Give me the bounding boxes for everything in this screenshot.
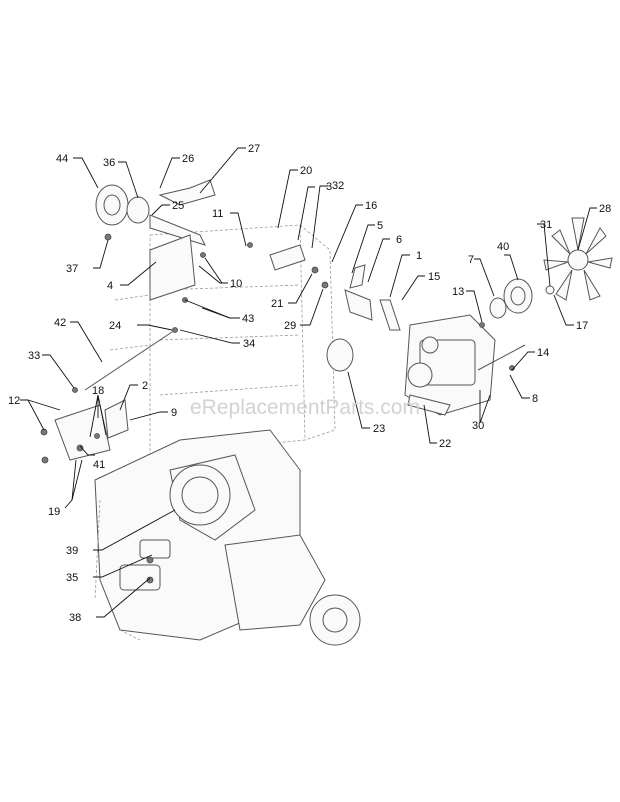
callout-24: 24: [109, 320, 121, 332]
callout-37: 37: [66, 263, 78, 275]
leader-lines: [20, 147, 597, 618]
callout-32-visible: 32: [332, 180, 344, 192]
hydrostatic-pump: [404, 314, 496, 416]
callout-26: 26: [182, 153, 194, 165]
callout-17: 17: [576, 320, 588, 332]
callout-30: 30: [472, 420, 484, 432]
callout-4: 4: [107, 280, 113, 292]
callout-18: 18: [92, 385, 104, 397]
callout-23: 23: [373, 423, 385, 435]
callout-38: 38: [69, 612, 81, 624]
callout-3: 3: [326, 181, 332, 193]
callout-13: 13: [452, 286, 464, 298]
transaxle-housing: [94, 429, 361, 646]
callout-41: 41: [93, 459, 105, 471]
callout-39: 39: [66, 545, 78, 557]
callout-44: 44: [56, 153, 68, 165]
callout-20: 20: [300, 165, 312, 177]
callout-12: 12: [8, 395, 20, 407]
callout-6: 6: [396, 234, 402, 246]
callout-29: 29: [284, 320, 296, 332]
callout-28: 28: [599, 203, 611, 215]
callout-labels: 44 36 26 27 20 3 32 32 11 16 5 6 1 15 28…: [8, 143, 611, 624]
callout-43: 43: [242, 313, 254, 325]
callout-40: 40: [497, 241, 509, 253]
callout-8: 8: [532, 393, 538, 405]
callout-2: 2: [142, 380, 148, 392]
callout-10: 10: [230, 278, 242, 290]
callout-27: 27: [248, 143, 260, 155]
callout-36: 36: [103, 157, 115, 169]
callout-33: 33: [28, 350, 40, 362]
callout-9: 9: [171, 407, 177, 419]
callout-5: 5: [377, 220, 383, 232]
callout-25: 25: [172, 200, 184, 212]
callout-16: 16: [365, 200, 377, 212]
fasteners: [40, 233, 515, 584]
callout-42: 42: [54, 317, 66, 329]
callout-31: 31: [540, 219, 552, 231]
callout-19: 19: [48, 506, 60, 518]
callout-7: 7: [468, 254, 474, 266]
engine-block-outline: [109, 224, 336, 456]
callout-11: 11: [212, 208, 223, 220]
pulley-components: [95, 179, 555, 319]
callout-34: 34: [243, 338, 255, 350]
callout-1: 1: [416, 250, 422, 262]
callout-15: 15: [428, 271, 440, 283]
control-linkage: [54, 244, 526, 461]
callout-21: 21: [271, 298, 283, 310]
watermark: eReplacementParts.com: [190, 396, 420, 419]
callout-22: 22: [439, 438, 451, 450]
callout-14: 14: [537, 347, 549, 359]
cooling-fan: [543, 217, 613, 301]
callout-35: 35: [66, 572, 78, 584]
